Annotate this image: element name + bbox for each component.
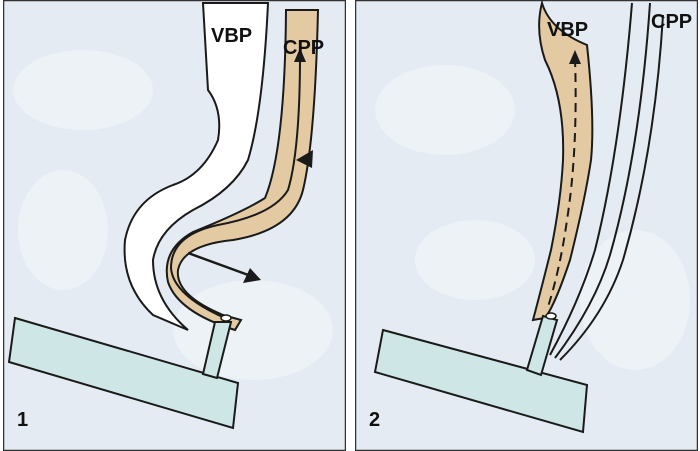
cpp-wall-2 [554, 2, 651, 359]
panel-1-illustration: VBP CPP 1 [3, 0, 346, 451]
panel-number: 2 [369, 409, 380, 431]
vbp-label: VBP [211, 25, 252, 47]
catheter [201, 321, 233, 380]
direction-arrow [187, 251, 252, 278]
cpp-label: CPP [651, 11, 692, 33]
guidewire [169, 54, 301, 319]
arrow-up-icon [569, 50, 581, 64]
cpp-duct [165, 9, 320, 332]
background-texture [375, 65, 690, 370]
catheter-tip [545, 312, 557, 320]
endoscope-body [7, 316, 240, 430]
cpp-wall-3 [559, 14, 664, 361]
arrow-head-icon [243, 268, 261, 283]
guidewire-dashed [546, 57, 577, 311]
panel-2-illustration: VBP CPP 2 [355, 0, 698, 451]
cpp-label: CPP [283, 37, 324, 59]
vbp-label: VBP [547, 19, 588, 41]
catheter-tip [220, 314, 232, 322]
triangle-marker-icon [296, 150, 313, 168]
panel-number: 1 [17, 409, 28, 431]
panel-1: VBP CPP 1 [3, 0, 346, 451]
background-texture [13, 50, 333, 380]
arrow-up-icon [294, 48, 306, 62]
endoscope-body [373, 328, 589, 434]
cpp-wall-1 [549, 2, 633, 356]
vbp-lumen [123, 1, 270, 331]
panel-2: VBP CPP 2 [355, 0, 698, 451]
